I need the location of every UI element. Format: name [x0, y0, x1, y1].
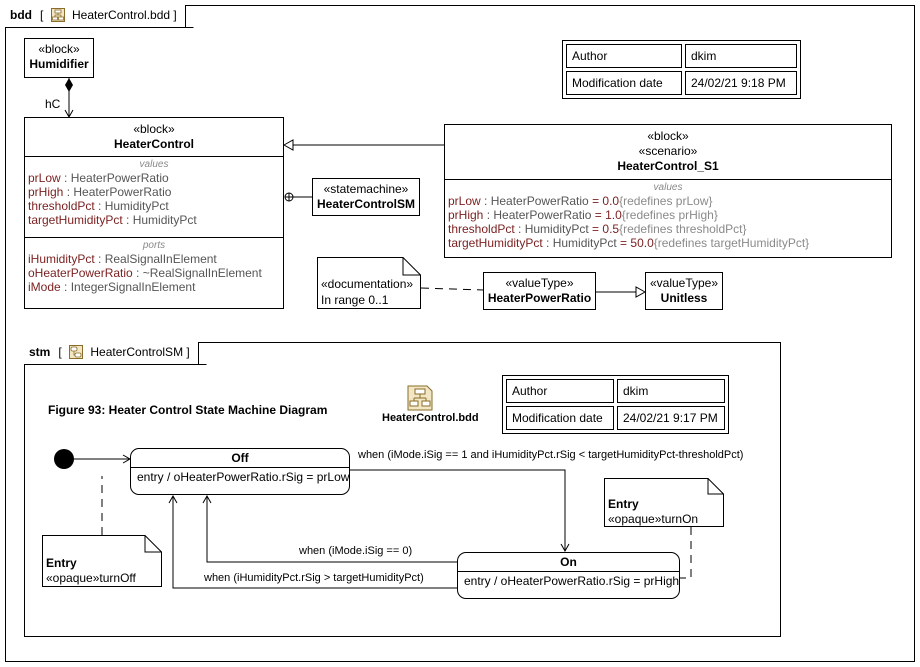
note-title: Entry	[608, 497, 639, 511]
info-label: Author	[506, 379, 614, 403]
block-name: HeaterControl	[113, 137, 194, 151]
block-header: «block» HeaterControl	[25, 118, 283, 156]
ports-compartment: ports iHumidityPct : RealSignalInElement…	[25, 237, 283, 294]
port-property: iMode : IntegerSignalInElement	[28, 280, 196, 294]
value-property: prLow : HeaterPowerRatio	[28, 171, 169, 185]
value-property: prLow : HeaterPowerRatio = 0.0{redefines…	[448, 194, 713, 208]
state-entry-action: entry / oHeaterPowerRatio.rSig = prHigh	[464, 574, 680, 588]
note-body: «opaque»turnOff	[46, 571, 136, 585]
initial-pseudostate[interactable]	[54, 449, 74, 469]
association-role-label: hC	[45, 97, 61, 111]
block-name: HeaterPowerRatio	[487, 291, 592, 305]
note-text: In range 0..1	[321, 293, 389, 307]
documentation-note[interactable]: «documentation» In range 0..1	[317, 257, 421, 309]
diagram-link[interactable]: HeaterControl.bdd	[382, 385, 479, 424]
bdd-frame-tab: bdd[ HeaterControl.bdd ]	[5, 5, 186, 28]
block-diagram-icon	[407, 385, 433, 411]
block-header: «block» «scenario» HeaterControl_S1	[445, 125, 891, 179]
block-diagram-icon	[50, 8, 65, 22]
value-property: targetHumidityPct : HumidityPct	[28, 213, 197, 227]
transition-label-mode-zero[interactable]: when (iMode.iSig == 0)	[299, 545, 413, 557]
note-entry-turn-off[interactable]: Entry «opaque»turnOff	[42, 535, 162, 587]
block-name: Humidifier	[29, 57, 89, 71]
block-stereotype: «block»	[647, 129, 689, 143]
generalization-scenario	[282, 139, 444, 151]
block-name: HeaterControl_S1	[617, 159, 719, 173]
state-machine-icon	[69, 345, 84, 359]
state-name: Off	[131, 449, 349, 468]
note-stereotype: «documentation»	[321, 277, 414, 291]
note-title: Entry	[46, 556, 77, 570]
block-stereotype: «block»	[38, 42, 80, 56]
value-property: targetHumidityPct : HumidityPct = 50.0{r…	[448, 236, 810, 250]
transition-on-to-off-mode	[202, 494, 457, 563]
state-name: On	[458, 553, 679, 572]
containment-link	[284, 192, 312, 202]
humidifier-block[interactable]: «block» Humidifier	[24, 38, 94, 78]
figure-title: Figure 93: Heater Control State Machine …	[48, 403, 328, 417]
value-property: thresholdPct : HumidityPct = 0.5{redefin…	[448, 222, 747, 236]
values-compartment: values prLow : HeaterPowerRatio prHigh :…	[25, 156, 283, 237]
values-compartment: values prLow : HeaterPowerRatio = 0.0{re…	[445, 179, 891, 250]
bdd-frame-kind: bdd	[10, 8, 32, 22]
stm-frame-tab: stm[ HeaterControlSM ]	[24, 342, 199, 365]
info-value: 24/02/21 9:17 PM	[617, 406, 725, 430]
transition-off-to-on	[350, 469, 570, 553]
block-stereotype: «statemachine»	[323, 182, 409, 196]
info-label: Author	[566, 44, 682, 68]
port-property: oHeaterPowerRatio : ~RealSignalInElement	[28, 266, 262, 280]
block-stereotype: «scenario»	[638, 144, 698, 158]
compartment-title: values	[139, 159, 169, 170]
note-shape	[604, 478, 724, 527]
state-entry-action: entry / oHeaterPowerRatio.rSig = prLow	[137, 470, 350, 484]
value-property: thresholdPct : HumidityPct	[28, 199, 169, 213]
port-property: iHumidityPct : RealSignalInElement	[28, 252, 217, 266]
note-anchor-documentation	[420, 287, 484, 291]
info-value: 24/02/21 9:18 PM	[685, 71, 797, 95]
block-stereotype: «valueType»	[505, 276, 574, 290]
note-body: «opaque»turnOn	[608, 512, 699, 526]
stm-frame-kind: stm	[29, 345, 51, 359]
block-name: HeaterControlSM	[316, 197, 415, 211]
info-value: dkim	[617, 379, 725, 403]
bdd-frame: bdd[ HeaterControl.bdd ]	[5, 5, 915, 662]
heater-control-s1-block[interactable]: «block» «scenario» HeaterControl_S1 valu…	[444, 124, 892, 258]
compartment-title: ports	[142, 240, 166, 251]
transition-on-to-off-humidity	[168, 494, 457, 589]
stm-frame: stm[ HeaterControlSM ]	[24, 342, 781, 637]
value-property: prHigh : HeaterPowerRatio	[28, 185, 172, 199]
heater-power-ratio-block[interactable]: «valueType» HeaterPowerRatio	[483, 272, 596, 310]
block-stereotype: «valueType»	[649, 276, 719, 290]
note-entry-turn-on[interactable]: Entry «opaque»turnOn	[604, 478, 724, 527]
generalization-unitless	[596, 286, 647, 298]
stm-frame-name: HeaterControlSM	[90, 345, 184, 359]
compartment-title: values	[653, 182, 683, 193]
state-off[interactable]: Off entry / oHeaterPowerRatio.rSig = prL…	[130, 448, 350, 495]
unitless-block[interactable]: «valueType» Unitless	[645, 272, 723, 310]
heater-control-block[interactable]: «block» HeaterControl values prLow : Hea…	[24, 117, 284, 309]
info-label: Modification date	[566, 71, 682, 95]
state-on[interactable]: On entry / oHeaterPowerRatio.rSig = prHi…	[457, 552, 680, 599]
diagram-link-label: HeaterControl.bdd	[382, 412, 479, 424]
note-shape	[42, 535, 162, 587]
transition-label-humidity-high[interactable]: when (iHumidityPct.rSig > targetHumidity…	[204, 572, 424, 584]
info-value: dkim	[685, 44, 797, 68]
info-label: Modification date	[506, 406, 614, 430]
block-stereotype: «block»	[133, 122, 175, 136]
block-name: Unitless	[660, 291, 708, 305]
value-property: prHigh : HeaterPowerRatio = 1.0{redefine…	[448, 208, 718, 222]
note-anchor-on	[680, 527, 692, 579]
note-shape	[317, 257, 421, 309]
heater-control-sm-block[interactable]: «statemachine» HeaterControlSM	[312, 178, 420, 216]
transition-label-off-to-on[interactable]: when (iMode.iSig == 1 and iHumidityPct.r…	[358, 449, 744, 461]
bdd-frame-name: HeaterControl.bdd	[72, 8, 171, 22]
